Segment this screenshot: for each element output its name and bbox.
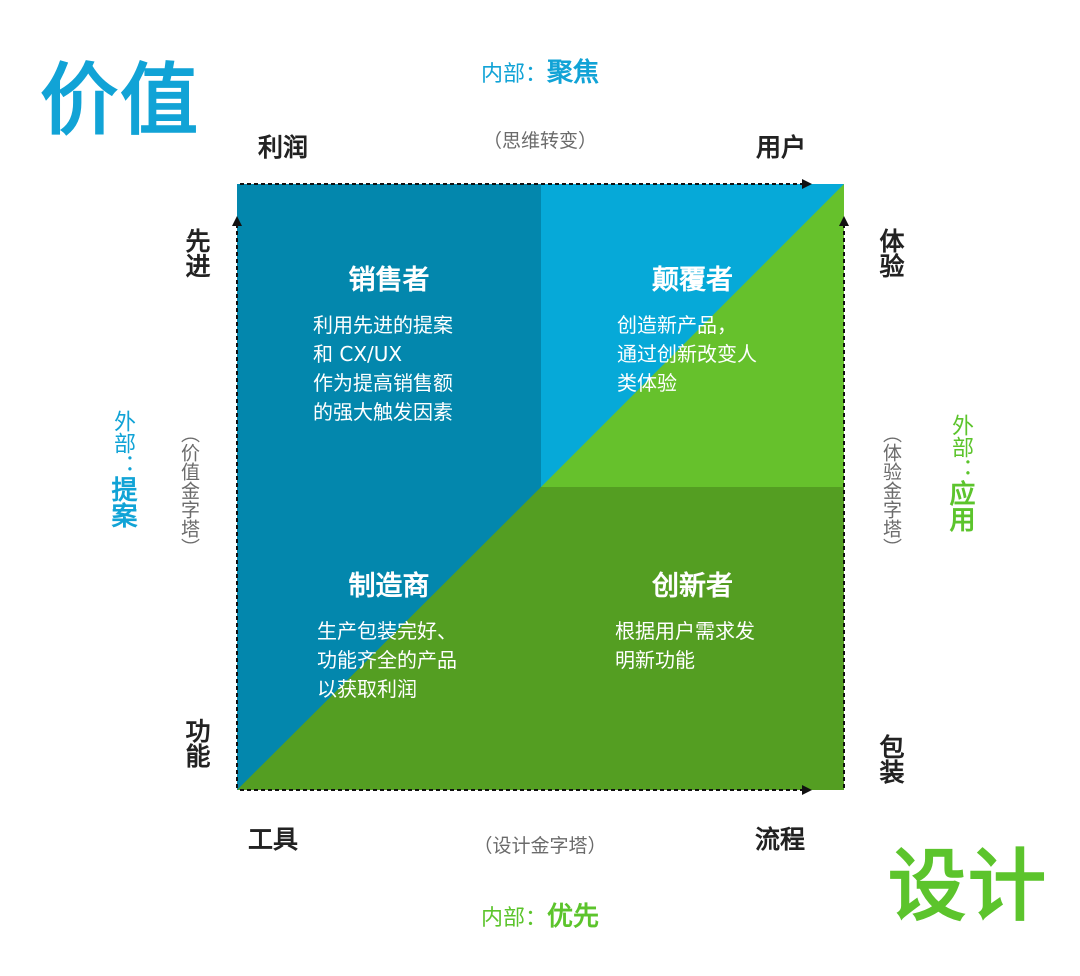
- bottom-heading: 内部：优先: [0, 896, 1080, 933]
- top-heading-prefix: 内部：: [480, 62, 547, 87]
- quadrant-top-left-line: 利用先进的提案: [313, 313, 453, 337]
- right-heading-prefix: 外部：: [948, 414, 973, 480]
- quadrant-top-right-line: 通过创新改变人: [617, 342, 757, 366]
- quadrant-bottom-right-bg: [541, 487, 844, 790]
- quadrant-top-left-line: 的强大触发因素: [313, 400, 453, 424]
- axis-label-packaging: 包装: [876, 734, 905, 784]
- quadrant-top-right-title: 颠覆者: [652, 265, 733, 296]
- axis-label-user: 用户: [756, 133, 807, 162]
- axis-label-function: 功能: [182, 718, 211, 768]
- quadrant-top-left-line: 和 CX/UX: [313, 342, 403, 366]
- quadrant-top-right: 颠覆者 创造新产品， 通过创新改变人 类体验: [541, 258, 844, 398]
- axis-label-experience: 体验: [876, 228, 905, 278]
- bottom-subtitle: （设计金字塔）: [473, 835, 607, 857]
- quadrant-bottom-right-line: 明新功能: [615, 648, 695, 672]
- design-title: 设计: [888, 842, 1049, 932]
- quadrant-bottom-left-line: 生产包装完好、: [317, 619, 457, 643]
- axis-label-profit: 利润: [258, 133, 309, 162]
- quadrant-top-right-line: 创造新产品，: [617, 313, 737, 337]
- axis-label-tool: 工具: [248, 825, 299, 854]
- quadrant-top-right-body: 创造新产品， 通过创新改变人 类体验: [617, 311, 844, 398]
- left-heading: 外部：提案: [104, 410, 141, 528]
- axis-label-process: 流程: [755, 825, 806, 854]
- right-heading-emphasis: 应用: [945, 480, 975, 532]
- diagonal-top-right-green: [541, 184, 844, 487]
- left-heading-emphasis: 提案: [107, 476, 137, 528]
- top-subtitle: （思维转变）: [482, 130, 597, 152]
- quadrant-top-right-line: 类体验: [617, 371, 677, 395]
- quadrant-top-left: 销售者 利用先进的提案 和 CX/UX 作为提高销售额 的强大触发因素: [237, 258, 541, 427]
- quadrant-top-left-title: 销售者: [348, 265, 430, 296]
- quadrant-bottom-left-line: 以获取利润: [317, 677, 417, 701]
- bottom-heading-prefix: 内部：: [480, 906, 547, 931]
- quadrant-top-left-bg: [237, 184, 541, 487]
- quadrant-top-left-body: 利用先进的提案 和 CX/UX 作为提高销售额 的强大触发因素: [313, 311, 541, 427]
- quadrant-bottom-right-title: 创新者: [652, 571, 733, 602]
- quadrant-top-left-line: 作为提高销售额: [313, 371, 453, 395]
- quadrant-bottom-right-line: 根据用户需求发: [615, 619, 755, 643]
- quadrant-bottom-left-title: 制造商: [348, 571, 430, 602]
- top-heading-emphasis: 聚焦: [547, 58, 600, 88]
- right-heading: 外部：应用: [942, 414, 979, 532]
- quadrant-bottom-left-line: 功能齐全的产品: [317, 648, 457, 672]
- axis-label-advanced: 先进: [182, 228, 211, 278]
- quadrant-bottom-right-body: 根据用户需求发 明新功能: [615, 617, 844, 675]
- top-heading: 内部：聚焦: [0, 52, 1080, 89]
- quadrant-bottom-right: 创新者 根据用户需求发 明新功能: [541, 564, 844, 675]
- left-subtitle: （价值金字塔）: [178, 424, 200, 557]
- diagonal-bottom-left-green: [237, 487, 541, 790]
- value-title: 价值: [40, 56, 201, 146]
- right-subtitle: （体验金字塔）: [880, 424, 902, 557]
- quadrant-bottom-left-body: 生产包装完好、 功能齐全的产品 以获取利润: [317, 617, 541, 704]
- left-heading-prefix: 外部：: [110, 410, 135, 476]
- bottom-heading-emphasis: 优先: [547, 902, 600, 932]
- quadrant-bottom-left: 制造商 生产包装完好、 功能齐全的产品 以获取利润: [237, 564, 541, 704]
